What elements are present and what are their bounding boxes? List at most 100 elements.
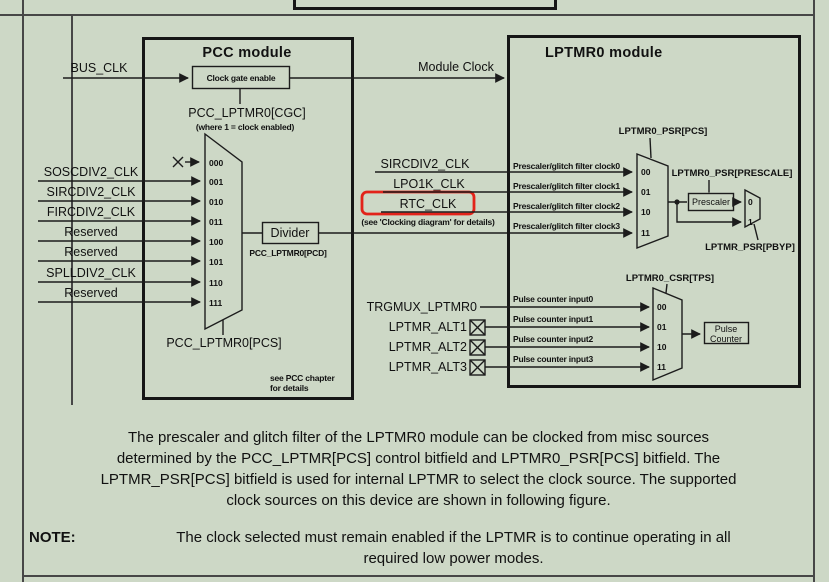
pulse-input-label: Pulse counter input3 bbox=[513, 354, 594, 364]
pulse-input-labels: Pulse counter input0 Pulse counter input… bbox=[513, 294, 594, 364]
trigger-source-label: TRGMUX_LPTMR0 bbox=[367, 300, 477, 314]
clock-source-label: FIRCDIV2_CLK bbox=[47, 205, 136, 219]
bottom-rule bbox=[22, 575, 815, 577]
pbyp-tick bbox=[753, 223, 759, 241]
lptmr-clocking-diagram: PCC module BUS_CLK Clock gate enable Mod… bbox=[38, 35, 801, 400]
page-border-right bbox=[813, 0, 815, 582]
pulse-input-label: Pulse counter input0 bbox=[513, 294, 594, 304]
clock-source-label: Reserved bbox=[64, 245, 118, 259]
lptmr0-module: LPTMR0 module SIRCDIV2_CLK LPO1K_CLK RTC… bbox=[360, 35, 801, 388]
paragraph-line: determined by the PCC_LPTMR[PCS] control… bbox=[116, 450, 721, 467]
mux-select-value: 00 bbox=[657, 302, 667, 312]
figure-change-bar bbox=[71, 15, 73, 405]
psr-pcs-mux bbox=[636, 152, 669, 250]
note-line: The clock selected must remain enabled i… bbox=[176, 529, 731, 546]
page-border-left bbox=[22, 0, 24, 582]
trigger-source-label: LPTMR_ALT1 bbox=[389, 320, 467, 334]
pulse-input-wires bbox=[480, 302, 650, 372]
clock-source-label: Reserved bbox=[64, 286, 118, 300]
trigger-source-label: LPTMR_ALT3 bbox=[389, 360, 467, 374]
mux-select-value: 10 bbox=[657, 342, 667, 352]
cropped-box-above bbox=[293, 0, 557, 10]
pad-icon bbox=[469, 319, 486, 376]
pcc-module: PCC module BUS_CLK Clock gate enable Mod… bbox=[38, 37, 633, 400]
see-pcc-chapter-note: for details bbox=[270, 383, 309, 393]
mux-select-value: 000 bbox=[209, 158, 223, 168]
pulse-counter-label: Pulse bbox=[715, 324, 738, 334]
mux-select-value: 101 bbox=[209, 257, 223, 267]
prescaler-clock-label: Prescaler/glitch filter clock2 bbox=[513, 201, 620, 211]
top-rule bbox=[0, 14, 815, 16]
note-section: NOTE: The clock selected must remain ena… bbox=[23, 527, 814, 569]
prescaler-clock-wires bbox=[375, 167, 633, 217]
psr-pcs-tick bbox=[649, 137, 652, 159]
pulse-counter-box bbox=[703, 321, 750, 345]
pcc-clock-source-labels: SOSCDIV2_CLK SIRCDIV2_CLK FIRCDIV2_CLK R… bbox=[44, 165, 139, 300]
mux-select-value: 11 bbox=[657, 362, 666, 372]
cgc-label: PCC_LPTMR0[CGC] bbox=[188, 106, 305, 120]
psr-pcs-label: LPTMR0_PSR[PCS] bbox=[619, 126, 708, 137]
psr-mux-values: 00 01 10 11 bbox=[641, 167, 651, 238]
prescaler-clock-label: Prescaler/glitch filter clock1 bbox=[513, 181, 620, 191]
bus-clk-label: BUS_CLK bbox=[71, 61, 129, 75]
mux-select-value: 0 bbox=[748, 197, 753, 207]
csr-tps-tick bbox=[665, 283, 668, 294]
pcc-pcs-mux bbox=[204, 132, 243, 331]
csr-tps-mux bbox=[652, 286, 683, 382]
paragraph-line: The prescaler and glitch filter of the L… bbox=[127, 429, 710, 446]
pbyp-label: LPTMR_PSR[PBYP] bbox=[705, 242, 795, 253]
prescaler-label: Prescaler bbox=[692, 197, 730, 207]
ext-source-label: SIRCDIV2_CLK bbox=[381, 157, 471, 171]
paragraph-line: clock sources on this device are shown i… bbox=[226, 492, 611, 509]
clock-source-label: SIRCDIV2_CLK bbox=[47, 185, 137, 199]
clock-source-label: SPLLDIV2_CLK bbox=[46, 266, 136, 280]
clock-gate-enable-label: Clock gate enable bbox=[207, 73, 276, 83]
pcs-label: PCC_LPTMR0[PCS] bbox=[166, 336, 281, 350]
tps-mux-values: 00 01 10 11 bbox=[657, 302, 667, 372]
pulse-input-label: Pulse counter input2 bbox=[513, 334, 594, 344]
mux-select-value: 01 bbox=[657, 322, 667, 332]
mux-select-value: 01 bbox=[641, 187, 651, 197]
pcc-mux-select-values: 000 001 010 011 100 101 110 111 bbox=[209, 158, 223, 308]
pulse-counter-label: Counter bbox=[710, 334, 742, 344]
pcc-module-box bbox=[142, 37, 354, 400]
clock-source-label: SOSCDIV2_CLK bbox=[44, 165, 139, 179]
note-line: required low power modes. bbox=[363, 550, 544, 567]
mux-select-value: 1 bbox=[748, 217, 753, 227]
clock-source-label: Reserved bbox=[64, 225, 118, 239]
see-pcc-chapter-note: see PCC chapter bbox=[270, 373, 335, 383]
prescaler-clock-labels: Prescaler/glitch filter clock0 Prescaler… bbox=[513, 161, 621, 231]
prescaler-clock-label: Prescaler/glitch filter clock3 bbox=[513, 221, 620, 231]
mux-select-value: 010 bbox=[209, 197, 223, 207]
mux-select-value: 00 bbox=[641, 167, 651, 177]
prescaler-bypass-mux bbox=[744, 188, 761, 229]
trigger-source-label: LPTMR_ALT2 bbox=[389, 340, 467, 354]
prescale-label: LPTMR0_PSR[PRESCALE] bbox=[672, 168, 793, 179]
module-clock-label: Module Clock bbox=[418, 60, 494, 74]
prescaler-clock-label: Prescaler/glitch filter clock0 bbox=[513, 161, 620, 171]
mux-select-value: 11 bbox=[641, 228, 650, 238]
cgc-note: (where 1 = clock enabled) bbox=[196, 122, 295, 132]
prescaler-box bbox=[687, 192, 735, 212]
divider-label: Divider bbox=[271, 226, 310, 240]
mux-select-value: 100 bbox=[209, 237, 223, 247]
csr-tps-label: LPTMR0_CSR[TPS] bbox=[626, 273, 714, 284]
paragraph-line: LPTMR_PSR[PCS] bitfield is used for inte… bbox=[100, 471, 737, 488]
ext-source-label: LPO1K_CLK bbox=[393, 177, 465, 191]
mux-select-value: 110 bbox=[209, 278, 223, 288]
pulse-input-label: Pulse counter input1 bbox=[513, 314, 594, 324]
ext-source-label: RTC_CLK bbox=[400, 197, 457, 211]
mux-input-000-disconnected bbox=[172, 156, 200, 168]
mux-select-value: 011 bbox=[209, 217, 223, 227]
mux-select-value: 10 bbox=[641, 207, 651, 217]
note-body: The clock selected must remain enabled i… bbox=[113, 527, 794, 569]
body-paragraph: The prescaler and glitch filter of the L… bbox=[23, 427, 814, 511]
pcc-clock-source-wires bbox=[38, 176, 201, 307]
lptmr0-module-title: LPTMR0 module bbox=[545, 45, 663, 61]
pcc-module-title: PCC module bbox=[202, 45, 291, 61]
mux-select-value: 001 bbox=[209, 177, 223, 187]
pcd-label: PCC_LPTMR0[PCD] bbox=[249, 248, 327, 258]
note-label: NOTE: bbox=[29, 529, 76, 546]
clocking-diagram-note: (see 'Clocking diagram' for details) bbox=[361, 217, 495, 227]
